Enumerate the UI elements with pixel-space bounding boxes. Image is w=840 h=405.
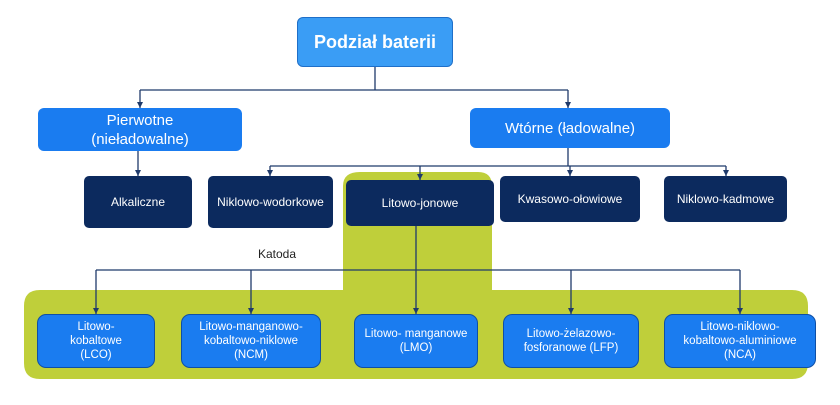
connector-secondary-bus — [270, 148, 726, 167]
secondary-batteries-node: Wtórne (ładowalne) — [470, 108, 670, 148]
lead-acid-node: Kwasowo-ołowiowe — [500, 176, 640, 222]
li-ion-node: Litowo-jonowe — [346, 180, 494, 226]
cathode-lmo-node: Litowo- manganowe (LMO) — [354, 314, 478, 368]
alkaline-node: Alkaliczne — [84, 176, 192, 228]
root-node: Podział baterii — [297, 17, 453, 67]
nicd-node: Niklowo-kadmowe — [664, 176, 787, 222]
cathode-label: Katoda — [258, 247, 297, 261]
connector-cathode-bus — [96, 226, 740, 271]
connector-root — [140, 67, 568, 91]
cathode-lfp-node: Litowo-żelazowo- fosforanowe (LFP) — [503, 314, 639, 368]
primary-batteries-node: Pierwotne (niełado­walne) — [38, 108, 242, 151]
cathode-ncm-node: Litowo-manganowo- kobaltowo-niklowe (NCM… — [181, 314, 321, 368]
nimh-node: Niklowo-wodorkowe — [208, 176, 333, 228]
cathode-lco-node: Litowo- kobaltowe (LCO) — [37, 314, 155, 368]
cathode-nca-node: Litowo-niklowo- kobaltowo-aluminiowe (NC… — [664, 314, 816, 368]
